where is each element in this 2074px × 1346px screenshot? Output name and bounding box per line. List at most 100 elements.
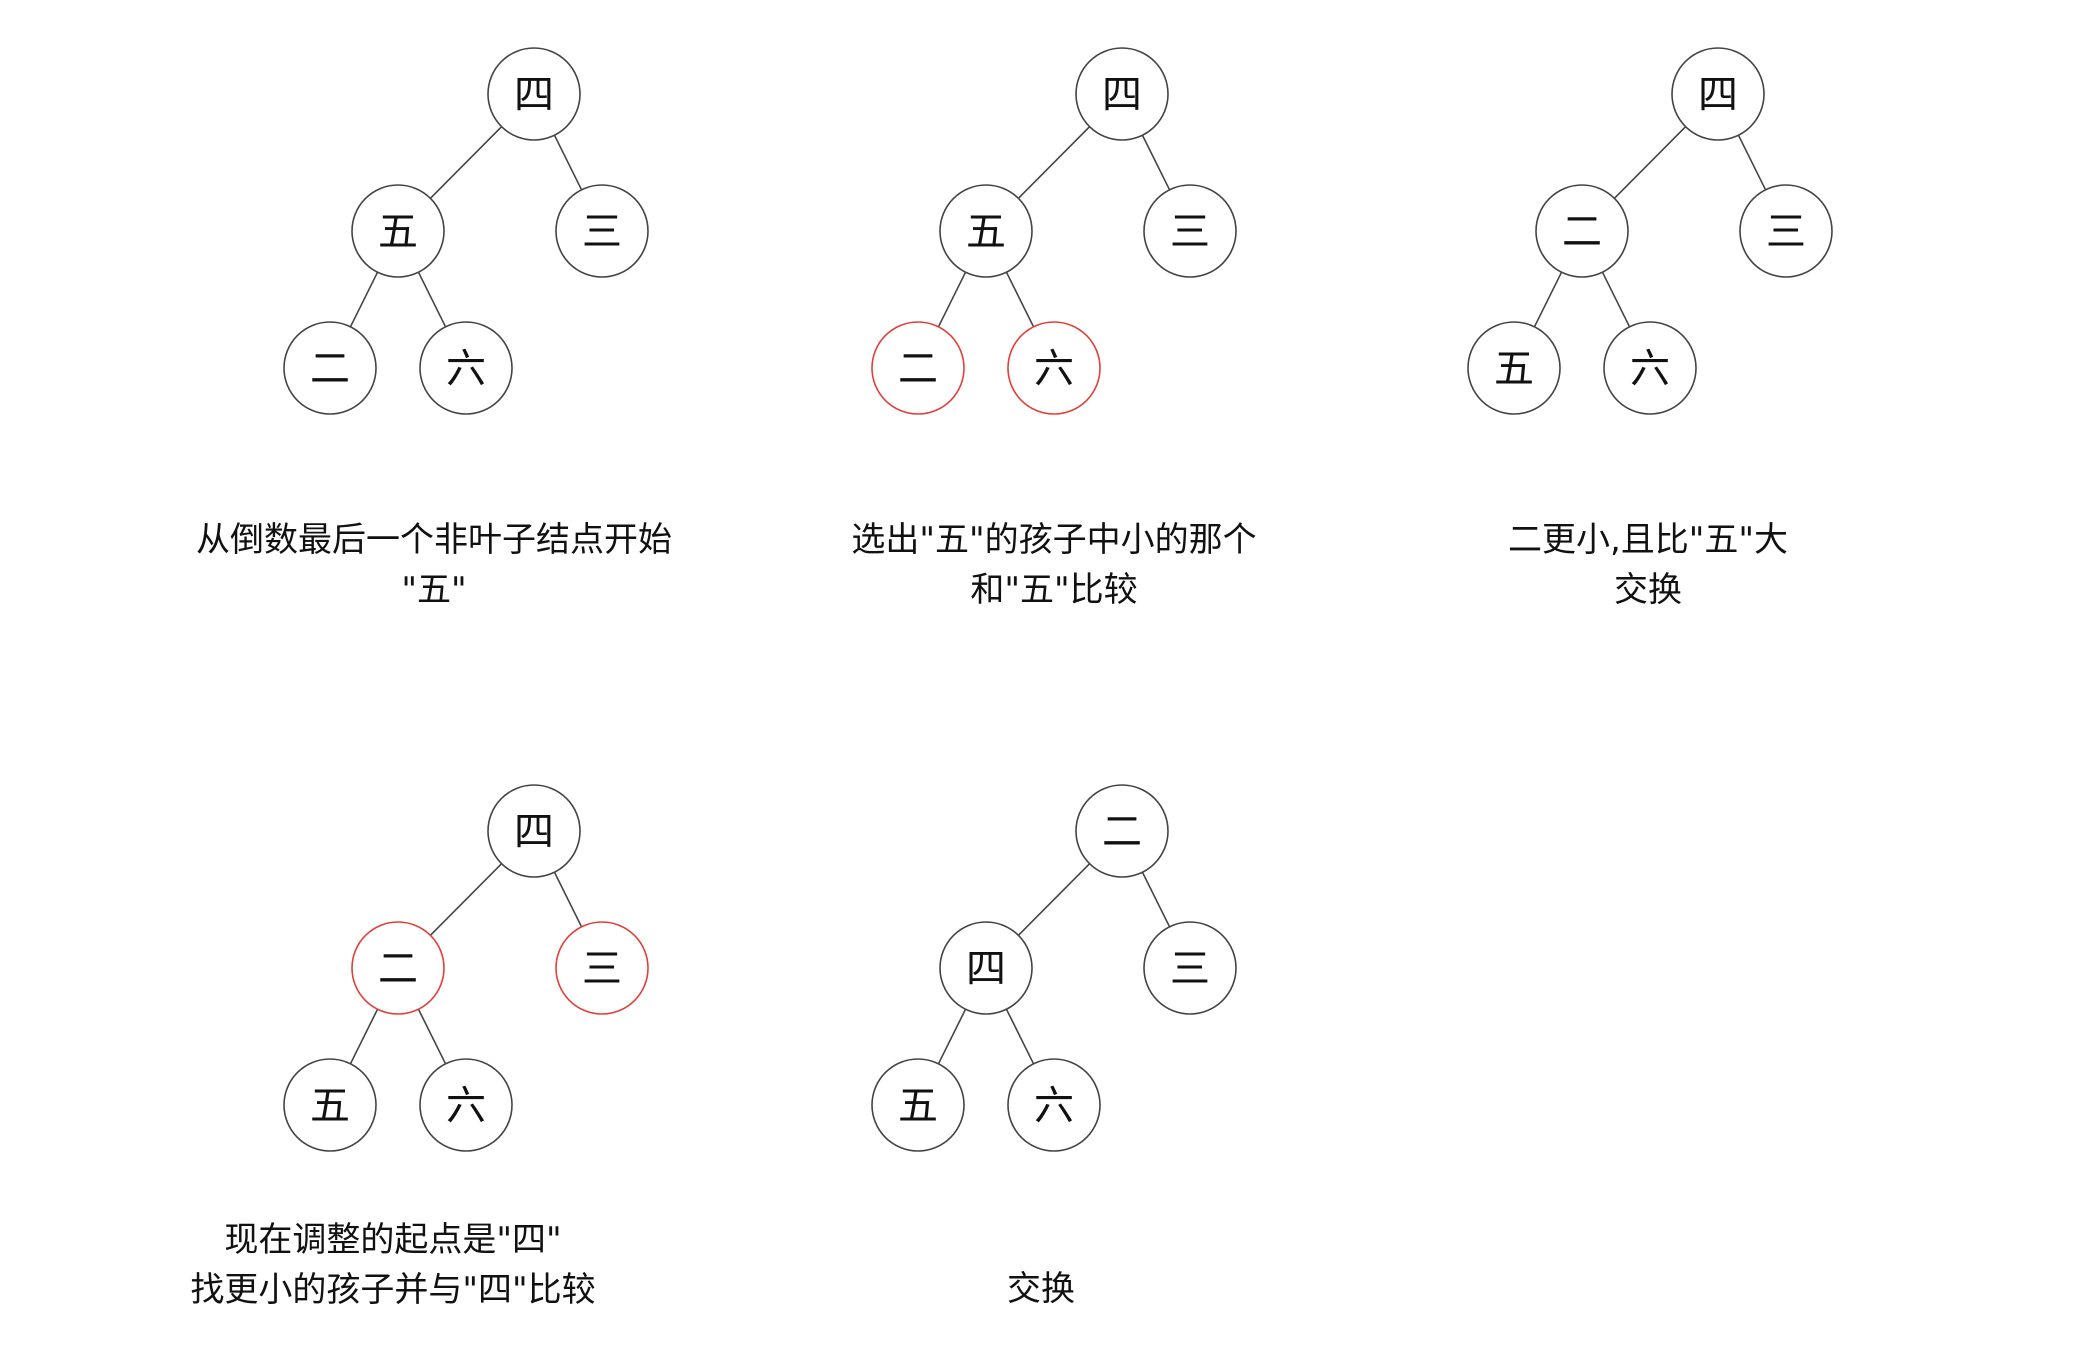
highlighted-node-circle — [871, 321, 965, 415]
tree-node: 六 — [1603, 321, 1697, 415]
node-circle — [1603, 321, 1697, 415]
node-circle — [555, 184, 649, 278]
tree-edge — [1601, 271, 1631, 328]
tree-node: 六 — [419, 1058, 513, 1152]
caption-line: 找更小的孩子并与"四"比较 — [190, 1270, 595, 1310]
tree-node: 四 — [1075, 47, 1169, 141]
tree-node: 六 — [419, 321, 513, 415]
node-circle — [1075, 784, 1169, 878]
node-label: 四 — [1698, 72, 1738, 118]
tree-edge — [417, 1008, 447, 1065]
node-circle — [487, 784, 581, 878]
node-label: 二 — [1562, 209, 1602, 255]
tree-edge — [1017, 863, 1091, 936]
caption-line: 从倒数最后一个非叶子结点开始 — [196, 520, 672, 560]
node-label: 二 — [310, 346, 350, 392]
node-label: 三 — [1766, 209, 1806, 255]
node-circle — [283, 321, 377, 415]
node-circle — [1671, 47, 1765, 141]
highlighted-node-circle — [1007, 321, 1101, 415]
node-label: 五 — [378, 209, 418, 255]
node-label: 二 — [1102, 809, 1142, 855]
node-circle — [1739, 184, 1833, 278]
caption-line: 二更小,且比"五"大 — [1508, 520, 1788, 560]
tree-edge — [937, 271, 967, 328]
tree-node: 五 — [351, 184, 445, 278]
node-label: 四 — [1102, 72, 1142, 118]
tree-node: 三 — [1143, 921, 1237, 1015]
node-circle — [939, 184, 1033, 278]
node-label: 二 — [378, 946, 418, 992]
tree-edge — [1141, 871, 1171, 928]
caption-line: 现在调整的起点是"四" — [224, 1220, 561, 1260]
node-label: 三 — [582, 946, 622, 992]
tree-edge — [429, 863, 503, 936]
tree-edge — [1613, 126, 1687, 199]
node-label: 六 — [1034, 346, 1074, 392]
tree-node: 五 — [283, 1058, 377, 1152]
tree-edge — [417, 271, 447, 328]
tree-edge — [1017, 126, 1091, 199]
node-circle — [1075, 47, 1169, 141]
node-label: 六 — [446, 1083, 486, 1129]
tree-node: 二 — [283, 321, 377, 415]
tree-node: 四 — [939, 921, 1033, 1015]
node-label: 五 — [966, 209, 1006, 255]
node-label: 六 — [446, 346, 486, 392]
node-circle — [283, 1058, 377, 1152]
node-label: 三 — [1170, 946, 1210, 992]
tree-node: 三 — [555, 184, 649, 278]
tree-node: 二 — [871, 321, 965, 415]
panel-2: 四五三二六选出"五"的孩子中小的那个和"五"比较 — [851, 47, 1257, 610]
tree-edge — [553, 871, 583, 928]
tree-node: 二 — [351, 921, 445, 1015]
node-circle — [487, 47, 581, 141]
caption-line: 和"五"比较 — [970, 570, 1137, 610]
node-label: 六 — [1034, 1083, 1074, 1129]
tree-edge — [349, 1008, 379, 1065]
tree-node: 五 — [1467, 321, 1561, 415]
caption-line: 交换 — [1614, 570, 1682, 610]
node-circle — [419, 1058, 513, 1152]
tree-node: 二 — [1535, 184, 1629, 278]
highlighted-node-circle — [555, 921, 649, 1015]
tree-edge — [1737, 134, 1767, 191]
node-circle — [1007, 1058, 1101, 1152]
tree-edge — [1141, 134, 1171, 191]
node-circle — [351, 184, 445, 278]
node-label: 六 — [1630, 346, 1670, 392]
tree-node: 六 — [1007, 1058, 1101, 1152]
tree-edge — [553, 134, 583, 191]
tree-node: 四 — [1671, 47, 1765, 141]
node-label: 四 — [514, 72, 554, 118]
tree-edge — [429, 126, 503, 199]
highlighted-node-circle — [351, 921, 445, 1015]
tree-node: 二 — [1075, 784, 1169, 878]
node-circle — [871, 1058, 965, 1152]
tree-node: 六 — [1007, 321, 1101, 415]
caption-line: 交换 — [1007, 1269, 1075, 1309]
caption-line: "五" — [401, 570, 466, 610]
tree-edge — [1005, 271, 1035, 328]
tree-edge — [349, 271, 379, 328]
tree-node: 四 — [487, 784, 581, 878]
node-circle — [1467, 321, 1561, 415]
tree-node: 三 — [555, 921, 649, 1015]
node-circle — [1143, 184, 1237, 278]
node-label: 四 — [966, 946, 1006, 992]
tree-edge — [1533, 271, 1563, 328]
tree-node: 三 — [1739, 184, 1833, 278]
tree-edge — [1005, 1008, 1035, 1065]
tree-node: 四 — [487, 47, 581, 141]
tree-edge — [937, 1008, 967, 1065]
node-circle — [419, 321, 513, 415]
tree-node: 三 — [1143, 184, 1237, 278]
node-label: 五 — [1494, 346, 1534, 392]
node-circle — [1535, 184, 1629, 278]
node-label: 三 — [1170, 209, 1210, 255]
tree-node: 五 — [871, 1058, 965, 1152]
panel-5: 二四 三五 六交换 — [871, 784, 1237, 1309]
